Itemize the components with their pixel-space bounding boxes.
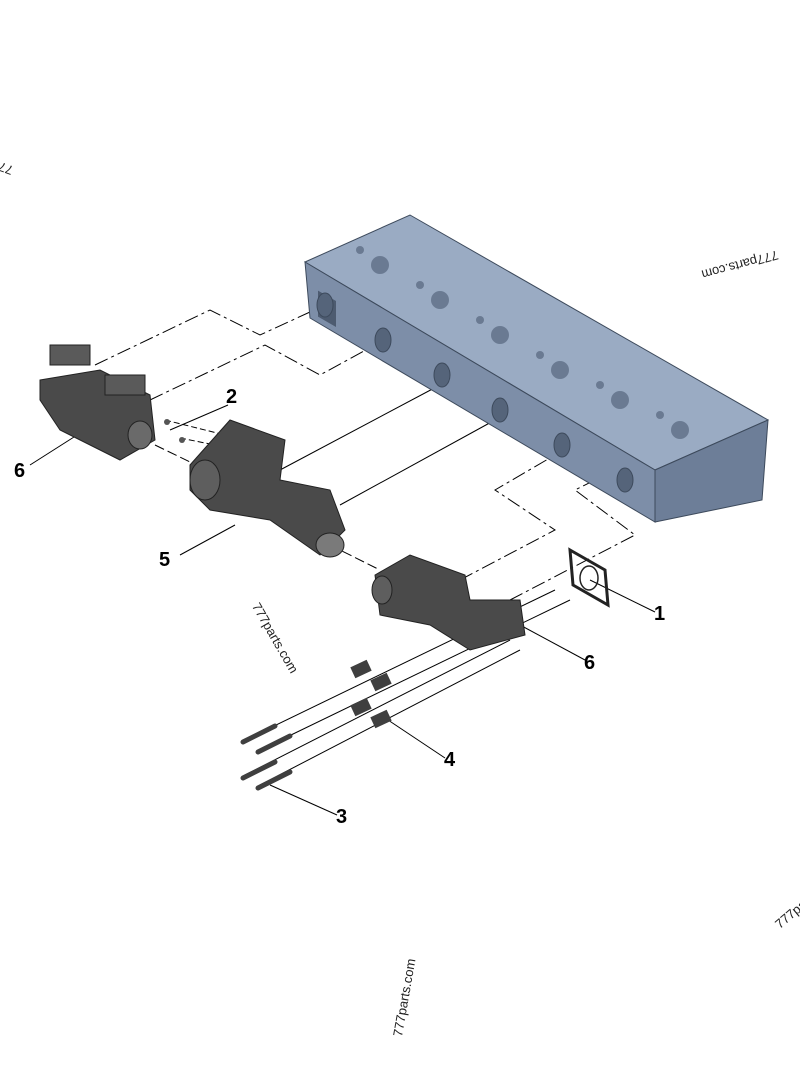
leader-2 bbox=[169, 404, 229, 431]
dash-line bbox=[459, 454, 556, 581]
dash-line bbox=[279, 384, 441, 471]
bolts bbox=[240, 723, 293, 791]
callout-2: 2 bbox=[226, 386, 238, 408]
leader-6b bbox=[519, 624, 586, 661]
leader-1 bbox=[589, 579, 656, 613]
callout-1: 1 bbox=[654, 603, 666, 625]
leader-5 bbox=[179, 524, 236, 556]
spacer-sleeves bbox=[350, 659, 392, 729]
callout-6-left: 6 bbox=[14, 460, 26, 482]
dash-line bbox=[339, 419, 496, 506]
washers bbox=[164, 419, 185, 443]
dash-line bbox=[149, 344, 376, 401]
callout-3: 3 bbox=[336, 806, 348, 828]
cylinder-head bbox=[303, 214, 770, 523]
exhaust-manifold-right bbox=[371, 554, 526, 651]
dash-line bbox=[94, 309, 311, 366]
callout-6-right: 6 bbox=[584, 652, 596, 674]
exhaust-manifold-left bbox=[39, 344, 156, 461]
leader-4 bbox=[387, 719, 446, 759]
callout-5: 5 bbox=[159, 549, 171, 571]
dash-line bbox=[154, 444, 191, 463]
callout-4: 4 bbox=[444, 749, 456, 771]
exhaust-manifold-center bbox=[189, 419, 346, 558]
gasket bbox=[568, 547, 610, 608]
leader-3 bbox=[269, 784, 338, 816]
